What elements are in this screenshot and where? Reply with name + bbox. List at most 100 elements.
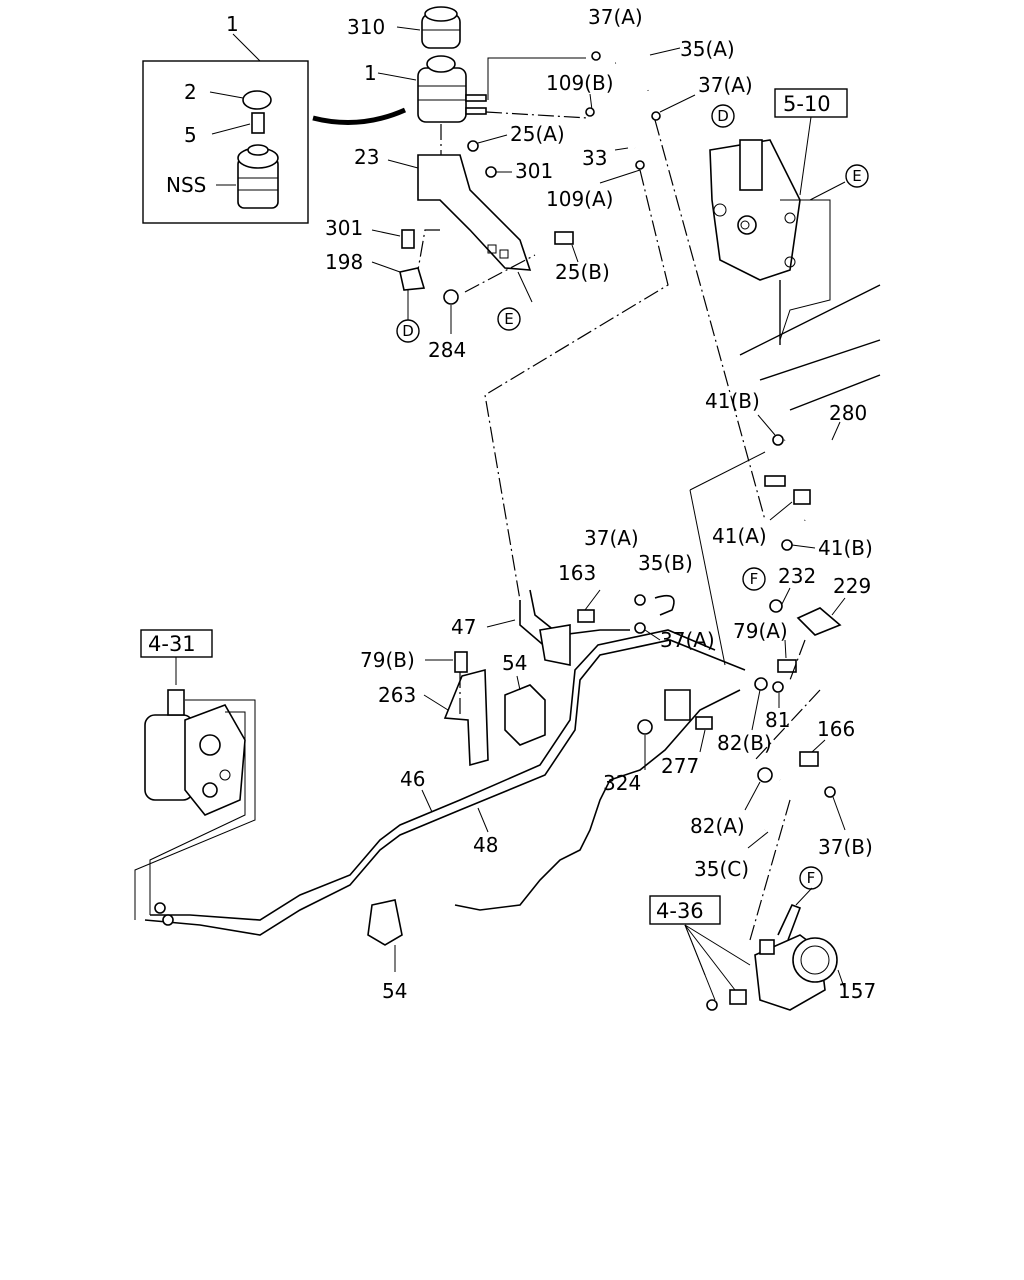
callout-284: 284: [428, 338, 466, 362]
callout-109a: 109(A): [546, 187, 613, 211]
ref-label-4-31: 4-31: [148, 632, 196, 656]
callout-37a-2: 37(A): [698, 73, 753, 97]
callout-166: 166: [817, 717, 855, 741]
callout-5: 5: [184, 123, 197, 147]
callout-25b: 25(B): [555, 260, 610, 284]
callout-324: 324: [603, 771, 641, 795]
line-46[interactable]: [454, 689, 741, 911]
marker-e-2: E: [497, 307, 521, 331]
clamp-41b-b[interactable]: [781, 539, 793, 551]
callout-1-tank: 1: [364, 61, 377, 85]
fitting-left-a: [154, 902, 166, 914]
callout-2: 2: [184, 80, 197, 104]
bolt-25b[interactable]: [554, 231, 574, 245]
callout-232: 232: [778, 564, 816, 588]
reservoir-cap-310[interactable]: [421, 6, 461, 49]
svg-text:F: F: [750, 570, 759, 588]
clamp-37a-4[interactable]: [634, 622, 646, 634]
clamp-37a-3[interactable]: [634, 594, 646, 606]
hose-35b[interactable]: [654, 594, 675, 616]
ref-box-4-36[interactable]: [649, 895, 721, 925]
nut-232[interactable]: [769, 599, 783, 613]
clamp-37a-top[interactable]: [591, 51, 601, 61]
frame-mount: [709, 139, 881, 411]
callout-79a: 79(A): [733, 619, 788, 643]
callout-37a-top: 37(A): [588, 5, 643, 29]
callout-301a: 301: [515, 159, 553, 183]
fitting-left-b: [162, 914, 174, 926]
nut-284[interactable]: [443, 289, 459, 305]
svg-text:F: F: [807, 869, 816, 887]
washer-81[interactable]: [772, 681, 784, 693]
pump-157[interactable]: [706, 903, 838, 1011]
callout-54-b: 54: [382, 979, 407, 1003]
bolt-25a[interactable]: [467, 140, 479, 152]
callout-37b: 37(B): [818, 835, 873, 859]
callout-35b: 35(B): [638, 551, 693, 575]
bolt-79a[interactable]: [777, 659, 797, 673]
callout-109b: 109(B): [546, 71, 614, 95]
line-48[interactable]: [144, 639, 746, 936]
callout-277: 277: [661, 754, 699, 778]
bolt-301b[interactable]: [401, 229, 415, 249]
clamp-plate: [664, 689, 691, 721]
clamp-109b[interactable]: [585, 107, 595, 117]
bracket-23[interactable]: [417, 154, 532, 271]
callout-54-a: 54: [502, 651, 527, 675]
callout-79b: 79(B): [360, 648, 415, 672]
callout-25a: 25(A): [510, 122, 565, 146]
callout-310: 310: [347, 15, 385, 39]
filter-5[interactable]: [251, 112, 265, 134]
clamp-54-b[interactable]: [367, 899, 403, 946]
callout-280: 280: [829, 401, 867, 425]
clamp-54-a[interactable]: [504, 684, 546, 746]
washer-82a[interactable]: [757, 767, 773, 783]
steering-gear[interactable]: [144, 689, 246, 816]
marker-d-2: D: [396, 319, 420, 343]
callout-48: 48: [473, 833, 498, 857]
callout-163: 163: [558, 561, 596, 585]
bolt-79b[interactable]: [454, 651, 468, 673]
callout-263: 263: [378, 683, 416, 707]
callout-1-kit: 1: [226, 12, 239, 36]
bolt-166[interactable]: [799, 751, 819, 767]
callout-157: 157: [838, 979, 876, 1003]
svg-text:E: E: [852, 167, 861, 185]
cap-2[interactable]: [242, 90, 272, 110]
callout-41a: 41(A): [712, 524, 767, 548]
clamp-41b-a[interactable]: [772, 434, 784, 446]
callout-229: 229: [833, 574, 871, 598]
clamp-37a-2[interactable]: [651, 111, 661, 121]
nut-324[interactable]: [637, 719, 653, 735]
marker-e-1: E: [845, 164, 869, 188]
ref-label-5-10: 5-10: [783, 92, 831, 116]
callout-nss: NSS: [166, 173, 206, 197]
callout-37a-4: 37(A): [660, 628, 715, 652]
junction-block[interactable]: [539, 624, 571, 666]
callout-37a-3: 37(A): [584, 526, 639, 550]
svg-text:D: D: [717, 107, 729, 125]
washer-82b[interactable]: [754, 677, 768, 691]
callout-33: 33: [582, 146, 607, 170]
callout-41b-b: 41(B): [818, 536, 873, 560]
clamp-37b[interactable]: [824, 786, 836, 798]
clip-198[interactable]: [399, 267, 426, 291]
reservoir-nss[interactable]: [237, 144, 279, 209]
callout-81: 81: [765, 708, 790, 732]
bracket-229[interactable]: [796, 607, 842, 636]
callout-35c: 35(C): [694, 857, 749, 881]
bolt-277[interactable]: [695, 716, 713, 730]
svg-text:E: E: [504, 310, 513, 328]
clamp-109a[interactable]: [635, 160, 645, 170]
reservoir-tank-1[interactable]: [417, 55, 487, 123]
bolt-301a[interactable]: [485, 166, 497, 178]
bracket-263[interactable]: [443, 668, 489, 767]
clamp-41a[interactable]: [793, 489, 811, 505]
callout-301b: 301: [325, 216, 363, 240]
bolt-163[interactable]: [577, 609, 595, 623]
marker-d-1: D: [711, 104, 735, 128]
ref-label-4-36: 4-36: [656, 899, 704, 923]
callout-47: 47: [451, 615, 476, 639]
bolt-41-a-side[interactable]: [764, 475, 786, 487]
